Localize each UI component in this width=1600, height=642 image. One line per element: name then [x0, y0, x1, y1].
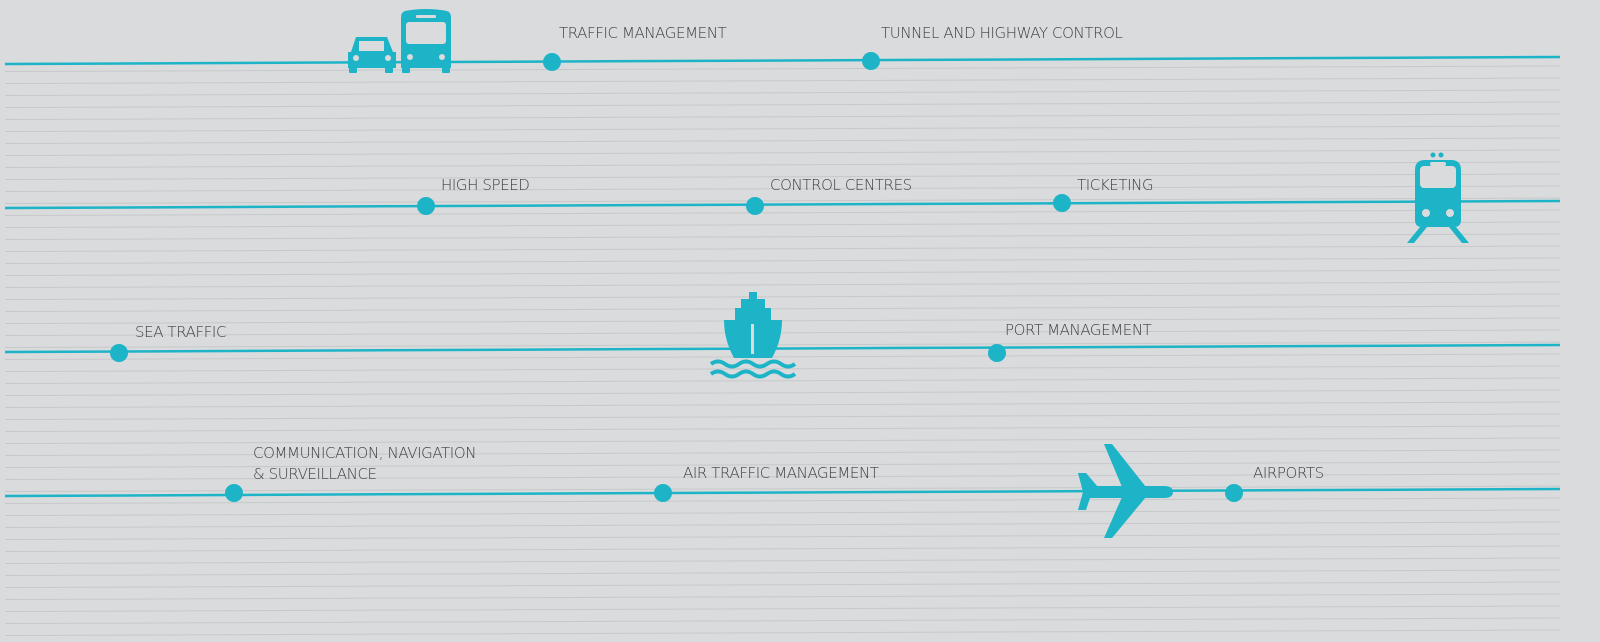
background-stripe — [4, 605, 1561, 612]
station-dot-traffic-management — [543, 53, 561, 71]
label-traffic-management: TRAFFIC MANAGEMENT — [559, 24, 727, 42]
airplane-icon — [1078, 444, 1173, 538]
label-tunnel-and-highway-control: TUNNEL AND HIGHWAY CONTROL — [881, 24, 1123, 42]
background-stripe — [4, 389, 1561, 396]
background-stripe — [4, 569, 1561, 576]
background-stripe — [4, 293, 1561, 300]
station-dot-sea-traffic — [110, 344, 128, 362]
car-icon — [348, 37, 396, 73]
train-icon — [1407, 152, 1469, 243]
background-stripe — [4, 497, 1561, 504]
label-high-speed: HIGH SPEED — [441, 176, 530, 194]
rail-line — [4, 199, 1561, 210]
background-stripe — [4, 329, 1561, 336]
station-dot-control-centres — [746, 197, 764, 215]
background-stripe — [4, 89, 1561, 96]
background-stripe — [4, 581, 1561, 588]
background-stripe — [4, 161, 1561, 168]
background-stripe — [4, 149, 1561, 156]
label-sea-traffic: SEA TRAFFIC — [135, 323, 227, 341]
background-stripe — [4, 629, 1561, 636]
background-stripe — [4, 221, 1561, 228]
background-stripe — [4, 137, 1561, 144]
background-stripe — [4, 113, 1561, 120]
background-stripe — [4, 341, 1561, 348]
background-stripe — [4, 437, 1561, 444]
background-stripe — [4, 377, 1561, 384]
background-stripe — [4, 209, 1561, 216]
background-stripe — [4, 305, 1561, 312]
background-stripe — [4, 461, 1561, 468]
sea-line — [4, 343, 1561, 354]
background-stripe — [4, 101, 1561, 108]
background-stripe — [4, 593, 1561, 600]
background-stripe — [4, 425, 1561, 432]
background-stripe — [4, 245, 1561, 252]
station-dot-communication-navigation — [225, 484, 243, 502]
station-dot-port-management — [988, 344, 1006, 362]
label-airports: AIRPORTS — [1253, 464, 1324, 482]
station-dot-airports — [1225, 484, 1243, 502]
label-communication-navigation-line1: COMMUNICATION, NAVIGATION — [253, 444, 477, 462]
background-stripe — [4, 77, 1561, 84]
background-stripe — [4, 521, 1561, 528]
background-stripe — [4, 485, 1561, 492]
background-stripe — [4, 269, 1561, 276]
background-stripe — [4, 617, 1561, 624]
background-stripe — [4, 197, 1561, 204]
background-stripe — [4, 557, 1561, 564]
station-dot-air-traffic-management — [654, 484, 672, 502]
background-stripe — [4, 233, 1561, 240]
background-stripe — [4, 257, 1561, 264]
bus-icon — [401, 9, 451, 73]
road-line — [4, 55, 1561, 66]
background-stripe — [4, 533, 1561, 540]
station-dot-tunnel-and-highway-control — [862, 52, 880, 70]
label-ticketing: TICKETING — [1077, 176, 1154, 194]
background-stripe — [4, 449, 1561, 456]
background-stripe — [4, 281, 1561, 288]
label-port-management: PORT MANAGEMENT — [1005, 321, 1152, 339]
background-stripe — [4, 125, 1561, 132]
background-stripe — [4, 65, 1561, 72]
background-stripe — [4, 401, 1561, 408]
background-stripe — [4, 365, 1561, 372]
station-dot-high-speed — [417, 197, 435, 215]
station-dot-ticketing — [1053, 194, 1071, 212]
background-stripe — [4, 473, 1561, 480]
background-stripe — [4, 317, 1561, 324]
ship-icon — [709, 292, 797, 379]
label-communication-navigation-line2: & SURVEILLANCE — [253, 465, 377, 483]
background-stripe — [4, 545, 1561, 552]
label-air-traffic-management: AIR TRAFFIC MANAGEMENT — [683, 464, 879, 482]
background-stripe — [4, 413, 1561, 420]
background-stripe — [4, 173, 1561, 180]
background-stripes — [4, 65, 1561, 636]
label-control-centres: CONTROL CENTRES — [770, 176, 912, 194]
background-stripe — [4, 509, 1561, 516]
background-stripe — [4, 185, 1561, 192]
car-and-bus-icon — [348, 9, 451, 73]
air-line — [4, 487, 1561, 498]
background-stripe — [4, 353, 1561, 360]
